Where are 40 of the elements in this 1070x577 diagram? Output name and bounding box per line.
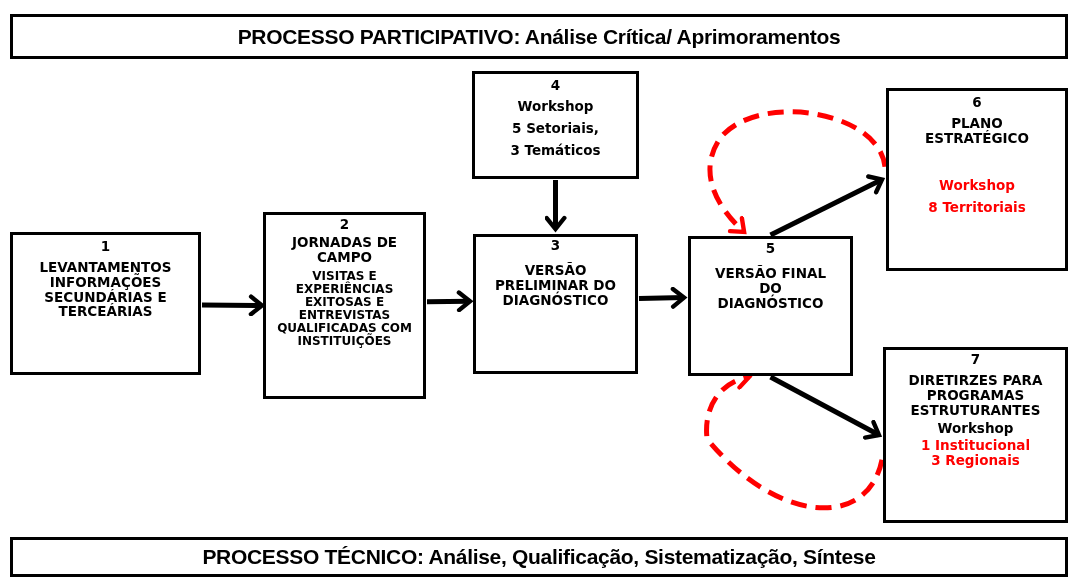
process-box <box>10 232 201 375</box>
step-text: 8 Territoriais <box>928 200 1026 216</box>
banner-title: PROCESSO PARTICIPATIVO: Análise Crítica/ Aprimoramentos <box>237 24 841 49</box>
step-text: PLANO ESTRATÉGICO <box>924 115 1030 146</box>
arrow <box>201 294 265 317</box>
process-banner <box>10 14 1068 59</box>
step-text: DIRETIRZES PARA PROGRAMAS ESTRUTURANTES <box>907 372 1044 418</box>
process-box <box>886 88 1068 271</box>
step-number: 6 <box>972 95 982 110</box>
arrow <box>769 374 882 440</box>
step-text: JORNADAS DE CAMPO <box>290 234 399 265</box>
step-number: 2 <box>339 217 350 232</box>
step-text: 3 Regionais <box>931 453 1020 468</box>
arrow <box>426 290 473 313</box>
process-box <box>883 347 1068 523</box>
step-number: 4 <box>550 78 561 93</box>
arrow <box>544 180 567 232</box>
step-text: Workshop <box>517 98 594 114</box>
step-number: 5 <box>765 241 776 256</box>
step-number: 1 <box>100 239 111 254</box>
step-text: 1 Institucional <box>920 438 1031 454</box>
arrow <box>638 286 687 309</box>
step-text: VERSÃO FINAL DO DIAGNÓSTICO <box>714 265 827 311</box>
process-box <box>688 236 853 376</box>
step-text: 5 Setoriais, <box>512 120 599 136</box>
dashed-feedback-arrow <box>707 109 888 235</box>
process-box <box>263 212 426 399</box>
step-text: 3 Temáticos <box>510 142 601 158</box>
process-box <box>472 71 639 179</box>
step-number: 3 <box>550 238 561 253</box>
arrow <box>769 174 885 238</box>
step-text: VERSÃO PRELIMINAR DO DIAGNÓSTICO <box>493 262 618 308</box>
process-box <box>473 234 638 374</box>
step-number: 7 <box>970 352 981 367</box>
process-banner <box>10 537 1068 577</box>
step-text: Workshop <box>937 421 1014 437</box>
step-text: Workshop <box>939 177 1015 193</box>
banner-title: PROCESSO TÉCNICO: Análise, Qualificação, Sistematização, Síntese <box>202 545 876 569</box>
step-text: LEVANTAMENTOS INFORMAÇÕES SECUNDÁRIAS E TERCEÁRIAS <box>38 259 173 320</box>
step-text: VISITAS E EXPERIÊNCIAS EXITOSAS E ENTREVISTAS QUALIFICADAS COM INSTITUIÇÕES <box>276 269 413 349</box>
